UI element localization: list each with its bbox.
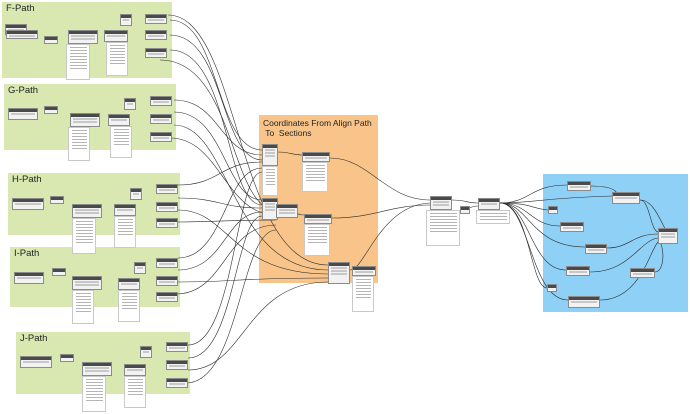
watch-preview xyxy=(82,376,106,412)
node[interactable] xyxy=(44,36,58,44)
node[interactable] xyxy=(104,30,128,42)
node[interactable] xyxy=(60,354,74,362)
node[interactable] xyxy=(156,202,178,212)
node[interactable] xyxy=(166,342,188,352)
watch-preview xyxy=(118,290,140,322)
watch-preview xyxy=(304,224,330,256)
node[interactable] xyxy=(304,214,332,224)
watch-preview xyxy=(302,162,328,192)
node[interactable] xyxy=(547,284,557,292)
watch-preview xyxy=(72,218,96,254)
watch-preview xyxy=(72,290,94,324)
node[interactable] xyxy=(72,276,102,290)
node[interactable] xyxy=(150,132,172,142)
watch-preview xyxy=(476,210,510,224)
node[interactable] xyxy=(68,30,98,44)
node[interactable] xyxy=(134,262,146,274)
group-title-h-path: H-Path xyxy=(12,174,42,185)
node[interactable] xyxy=(70,113,100,127)
node[interactable] xyxy=(114,204,136,216)
watch-preview xyxy=(114,216,136,248)
group-title-i-path: I-Path xyxy=(14,248,40,259)
node[interactable] xyxy=(302,152,330,162)
node[interactable] xyxy=(156,184,178,194)
group-title-coordinates: Coordinates From Align Path To Sections xyxy=(263,118,372,138)
node[interactable] xyxy=(156,276,178,286)
node[interactable] xyxy=(52,268,66,276)
node[interactable] xyxy=(108,114,130,126)
watch-preview xyxy=(262,166,278,196)
node[interactable] xyxy=(124,98,136,110)
group-title-g-path: G-Path xyxy=(8,85,39,96)
watch-preview xyxy=(110,126,132,158)
node[interactable] xyxy=(328,262,350,284)
node[interactable] xyxy=(8,108,38,120)
node[interactable] xyxy=(352,266,376,276)
node[interactable] xyxy=(44,106,58,114)
node[interactable] xyxy=(72,204,102,218)
node[interactable] xyxy=(566,266,590,276)
group-title-j-path: J-Path xyxy=(20,333,48,344)
watch-preview xyxy=(106,42,128,76)
node[interactable] xyxy=(585,244,607,254)
node[interactable] xyxy=(12,198,44,210)
node[interactable] xyxy=(145,48,167,58)
node[interactable] xyxy=(150,114,172,124)
node[interactable] xyxy=(145,30,167,40)
node[interactable] xyxy=(567,181,591,191)
watch-preview xyxy=(426,210,460,246)
node[interactable] xyxy=(166,360,188,370)
group-coordinates-from-align-path[interactable]: Coordinates From Align Path To Sections xyxy=(259,115,378,283)
node[interactable] xyxy=(560,222,584,232)
watch-preview xyxy=(124,376,146,408)
node[interactable] xyxy=(548,206,558,214)
node[interactable] xyxy=(276,204,298,218)
node[interactable] xyxy=(14,272,44,284)
node[interactable] xyxy=(150,96,172,106)
node[interactable] xyxy=(658,228,678,244)
node[interactable] xyxy=(82,362,112,376)
node[interactable] xyxy=(430,196,452,210)
node[interactable] xyxy=(130,188,142,200)
node[interactable] xyxy=(156,218,178,228)
select-model-element-node[interactable] xyxy=(6,30,38,39)
node[interactable] xyxy=(478,198,500,210)
node[interactable] xyxy=(118,278,140,290)
node[interactable] xyxy=(166,378,188,388)
node[interactable] xyxy=(20,356,52,368)
node[interactable] xyxy=(156,292,178,302)
node[interactable] xyxy=(145,14,167,24)
watch-preview xyxy=(68,127,90,161)
node[interactable] xyxy=(630,268,655,278)
node[interactable] xyxy=(262,198,278,220)
node[interactable] xyxy=(140,346,152,358)
node[interactable] xyxy=(568,296,600,308)
node[interactable] xyxy=(120,14,132,26)
node[interactable] xyxy=(50,196,64,204)
node[interactable] xyxy=(124,364,146,376)
watch-preview xyxy=(352,276,374,312)
node[interactable] xyxy=(262,144,278,166)
watch-preview xyxy=(66,44,90,80)
node[interactable] xyxy=(156,258,178,268)
node[interactable] xyxy=(612,192,640,204)
group-title-f-path: F-Path xyxy=(6,3,35,14)
node[interactable] xyxy=(460,206,470,214)
